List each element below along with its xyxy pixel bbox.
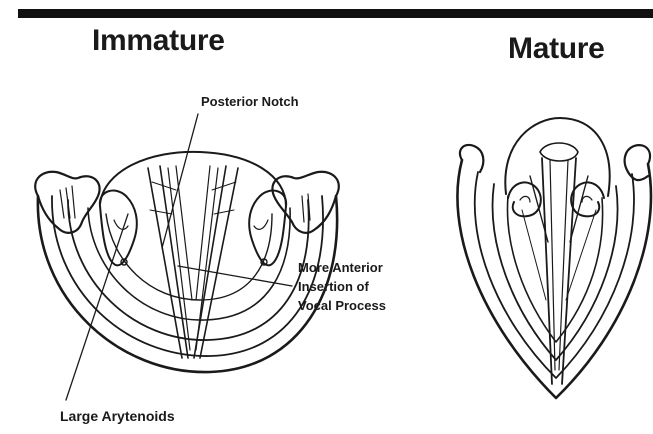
label-anterior-insertion: More Anterior Insertion of Vocal Process: [298, 258, 386, 315]
immature-vocal-folds: [148, 166, 238, 358]
immature-larynx-drawing: [35, 114, 339, 400]
immature-right-arytenoid: [249, 191, 286, 266]
immature-ring-4: [88, 208, 290, 320]
mature-outer-ring: [457, 160, 651, 398]
mature-right-lobe: [625, 145, 650, 180]
mature-right-arytenoid: [571, 182, 604, 216]
mature-ring-4: [507, 196, 602, 342]
label-anterior-line-3: Vocal Process: [298, 296, 386, 315]
label-large-arytenoids: Large Arytenoids: [60, 407, 175, 426]
immature-right-lobe: [272, 172, 338, 233]
immature-ring-5: [106, 214, 272, 300]
label-anterior-line-2: Insertion of: [298, 277, 386, 296]
label-posterior-notch: Posterior Notch: [201, 92, 299, 111]
leader-anterior-insertion: [178, 266, 292, 286]
mature-left-lobe: [460, 145, 483, 172]
leader-posterior-notch: [162, 114, 198, 248]
label-anterior-line-1: More Anterior: [298, 258, 386, 277]
leader-large-arytenoids: [66, 214, 128, 400]
mature-larynx-drawing: [457, 118, 651, 398]
